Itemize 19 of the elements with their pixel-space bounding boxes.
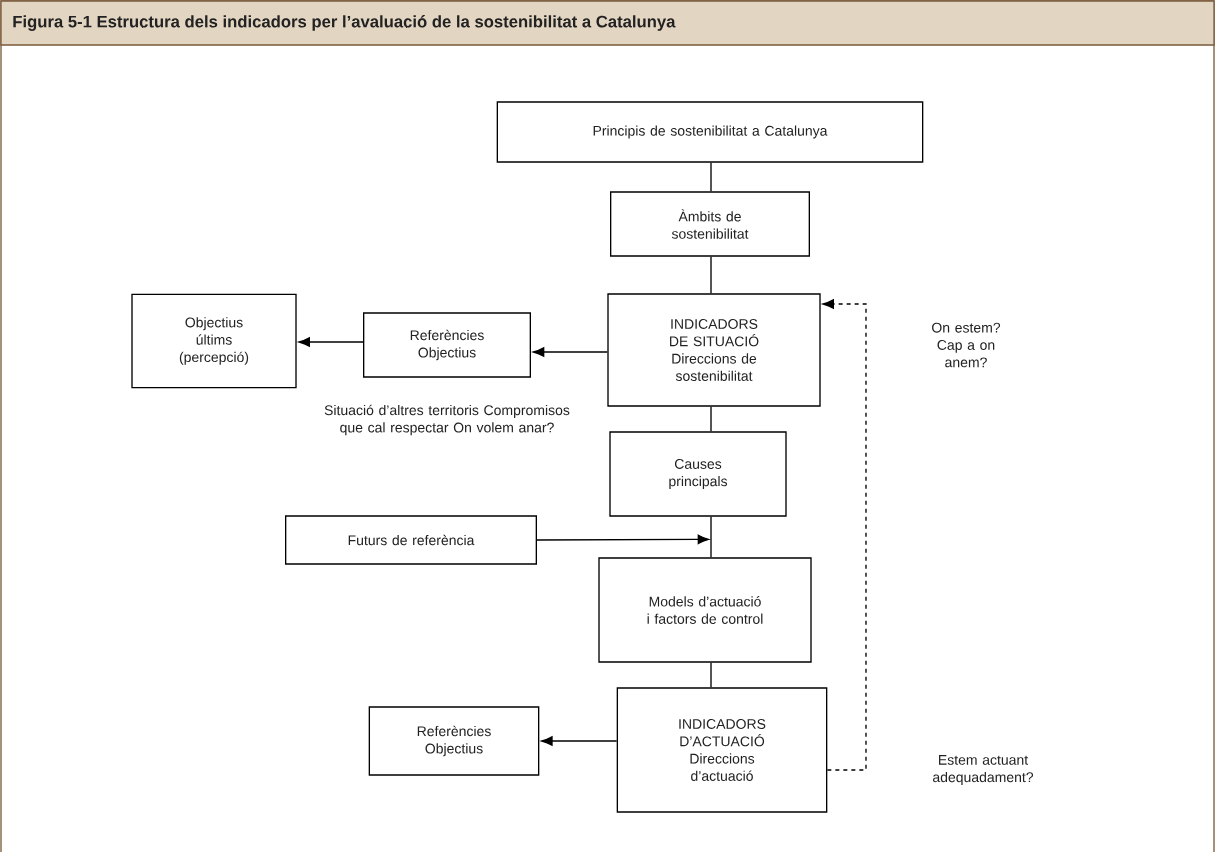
process-box: Causes principals [609, 431, 787, 517]
process-box: Àmbits de sostenibilitat [610, 191, 810, 257]
arrow [536, 534, 710, 545]
process-box: Models d’actuació i factors de control [598, 557, 812, 663]
annotation: Situació d’altres territoris Compromisos que cal respectar On volem anar? [324, 404, 570, 436]
process-box: INDICADORS D’ACTUACIÓ Direccions d’actuació [616, 687, 828, 813]
annotation: On estem? Cap a on anem? [932, 322, 1001, 368]
process-box: Referències Objectius [363, 312, 531, 378]
arrow [541, 736, 618, 746]
process-box: Objectius últims (percepció) [131, 293, 297, 389]
arrow [822, 299, 867, 771]
arrow [532, 347, 608, 357]
arrow [298, 337, 364, 347]
process-box: INDICADORS DE SITUACIÓ Direccions de sostenibilitat [607, 293, 821, 407]
process-box: Principis de sostenibilitat a Catalunya [496, 101, 924, 163]
annotation: Estem actuant adequadament? [933, 755, 1034, 785]
process-box: Futurs de referència [285, 515, 537, 565]
title-bar: Figura 5-1 Estructura dels indicadors per l’avaluació de la sostenibilitat a Catalunya [0, 0, 1215, 46]
process-box: Referències Objectius [368, 706, 540, 776]
